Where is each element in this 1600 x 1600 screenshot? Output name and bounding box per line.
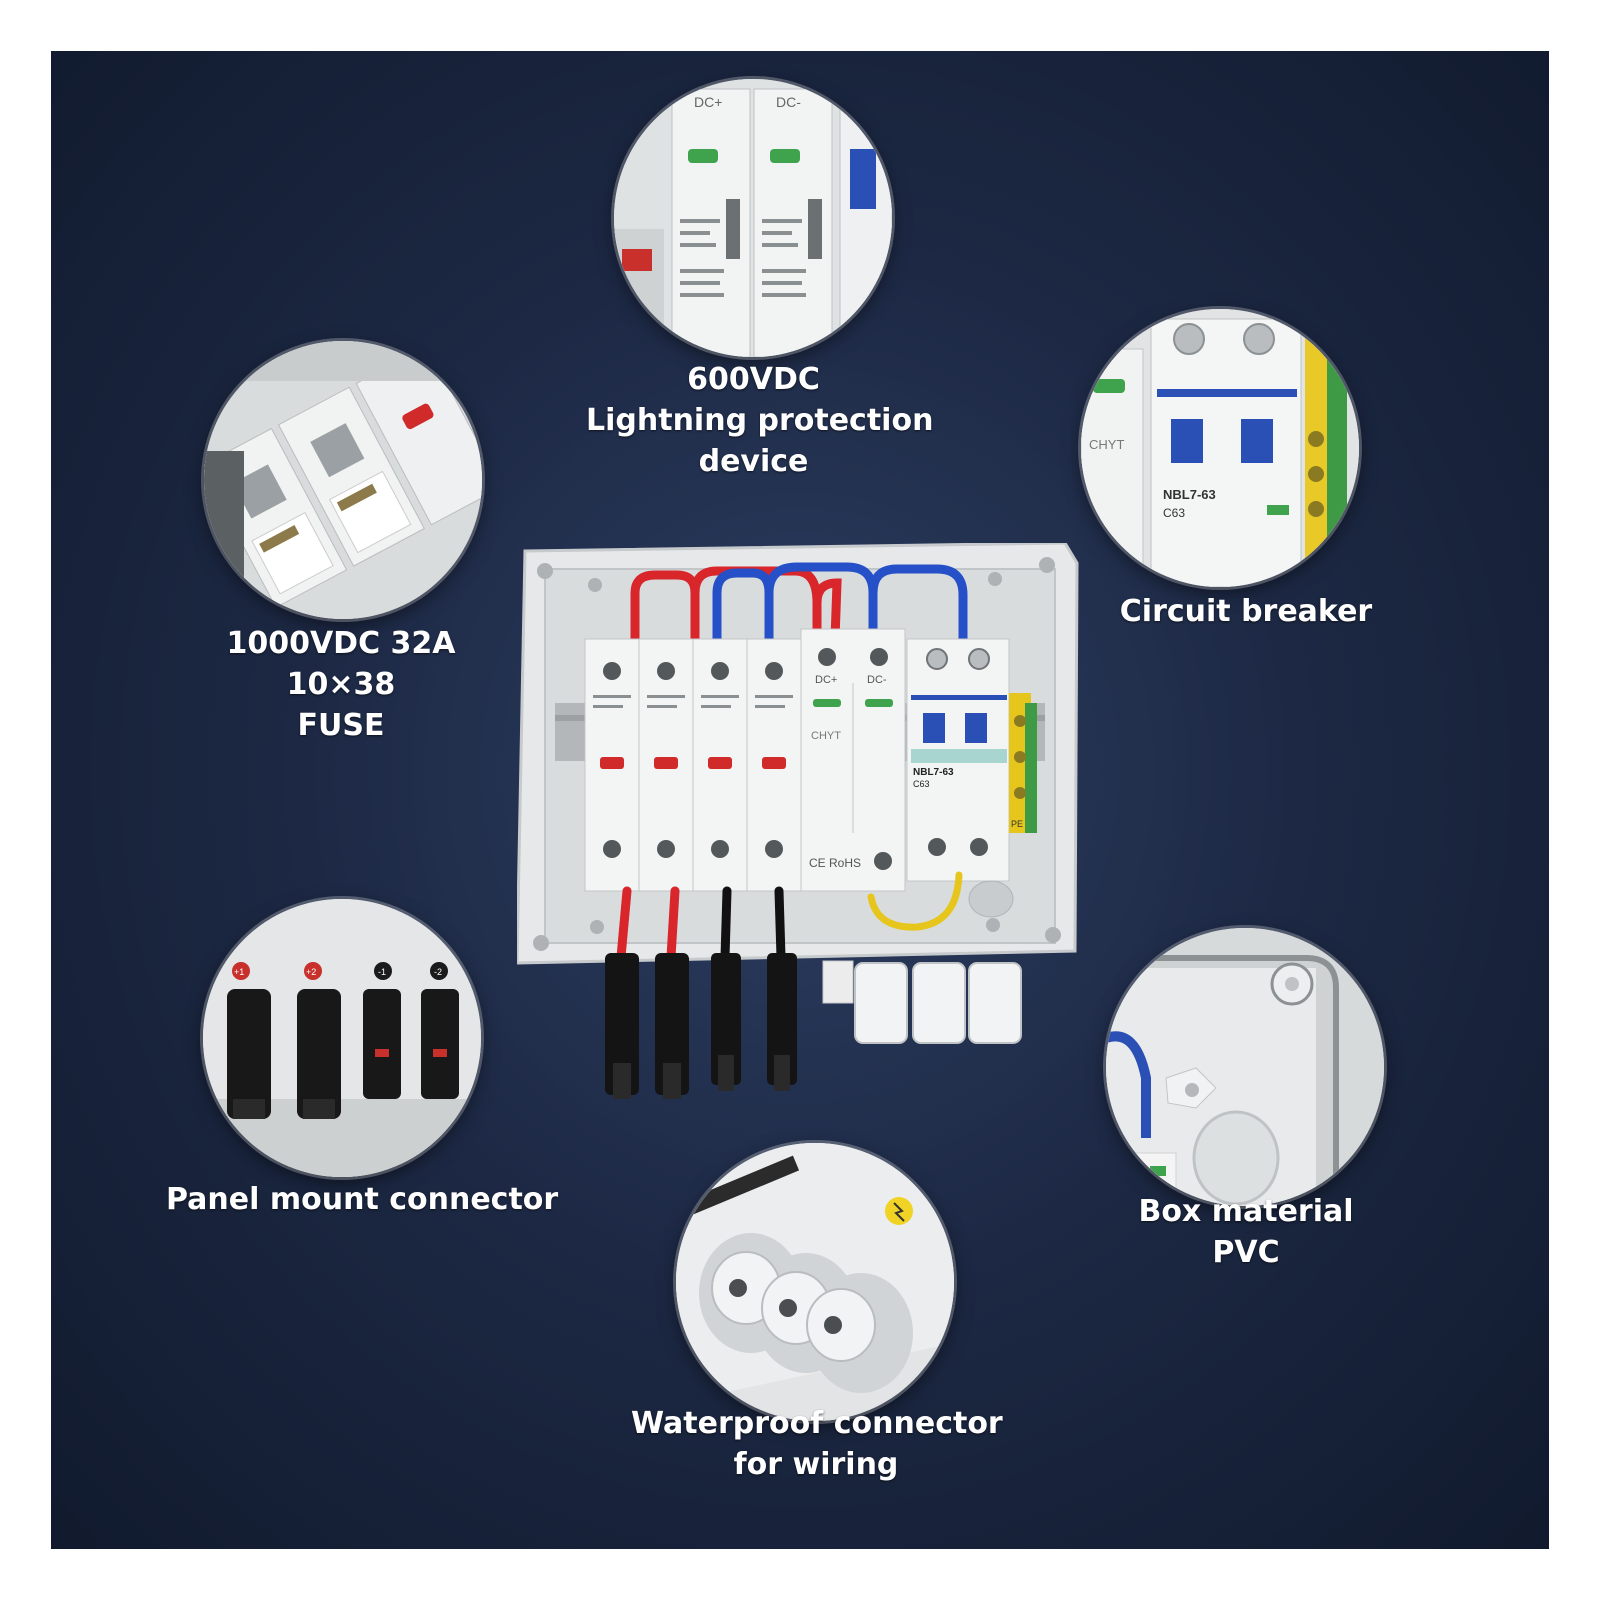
- gland-closeup-image: [676, 1143, 954, 1421]
- combiner-box-image: DC+ DC- CHYT CE RoHS NBL7-63 C63 PE: [517, 543, 1152, 1163]
- spd-caption-line-2: Lightning protection: [586, 403, 934, 438]
- breaker-caption: Circuit breaker: [1096, 591, 1396, 632]
- box-dc-plus-text: DC+: [815, 674, 837, 686]
- connector-p1-tag: +1: [234, 967, 244, 977]
- material-caption-line-2: PVC: [1212, 1235, 1280, 1270]
- connector-n1-tag: -1: [378, 967, 386, 977]
- box-breaker-model-text: NBL7-63: [913, 767, 954, 778]
- breaker-rating-tag: C63: [1163, 506, 1185, 520]
- spd-caption-line-1: 600VDC: [687, 362, 820, 397]
- gland-caption: Waterproof connector for wiring: [631, 1403, 1003, 1485]
- breaker-closeup-image: CHYT NBL7-63 C63: [1081, 309, 1359, 587]
- spd-closeup-image: DC+ DC-: [614, 79, 892, 357]
- material-caption-line-1: Box material: [1138, 1194, 1354, 1229]
- fuse-caption-line-3: FUSE: [297, 708, 385, 743]
- connector-n2-tag: -2: [434, 967, 442, 977]
- spd-dc-plus-tag: DC+: [694, 94, 722, 110]
- spd-dc-minus-tag: DC-: [776, 94, 801, 110]
- box-pe-text: PE: [1011, 819, 1023, 829]
- spd-caption: 600VDC Lightning protection device: [586, 359, 934, 482]
- spd-caption-line-3: device: [698, 444, 809, 479]
- fuse-caption-line-2: 10×38: [286, 667, 396, 702]
- fuse-caption-line-1: 1000VDC 32A: [226, 626, 456, 661]
- gland-caption-line-2: for wiring: [733, 1447, 899, 1482]
- box-breaker-rating-text: C63: [913, 779, 930, 789]
- connector-closeup-image: +1 +2 -1 -2: [203, 899, 481, 1177]
- gland-caption-line-1: Waterproof connector: [631, 1406, 1003, 1441]
- box-dc-minus-text: DC-: [867, 674, 887, 686]
- material-caption: Box material PVC: [1111, 1191, 1381, 1273]
- fuse-caption: 1000VDC 32A 10×38 FUSE: [211, 623, 471, 746]
- box-cert-text: CE RoHS: [809, 856, 861, 870]
- fuse-closeup-image: [204, 341, 482, 619]
- box-spd-brand-text: CHYT: [811, 730, 841, 742]
- breaker-caption-line-1: Circuit breaker: [1119, 594, 1373, 629]
- breaker-brand-tag: CHYT: [1089, 437, 1124, 452]
- breaker-model-tag: NBL7-63: [1163, 487, 1216, 502]
- connector-caption: Panel mount connector: [166, 1179, 559, 1220]
- connector-p2-tag: +2: [306, 967, 316, 977]
- product-showcase-panel: DC+ DC- 600VDC Lightning protection devi…: [51, 51, 1549, 1549]
- connector-caption-line-1: Panel mount connector: [166, 1182, 559, 1217]
